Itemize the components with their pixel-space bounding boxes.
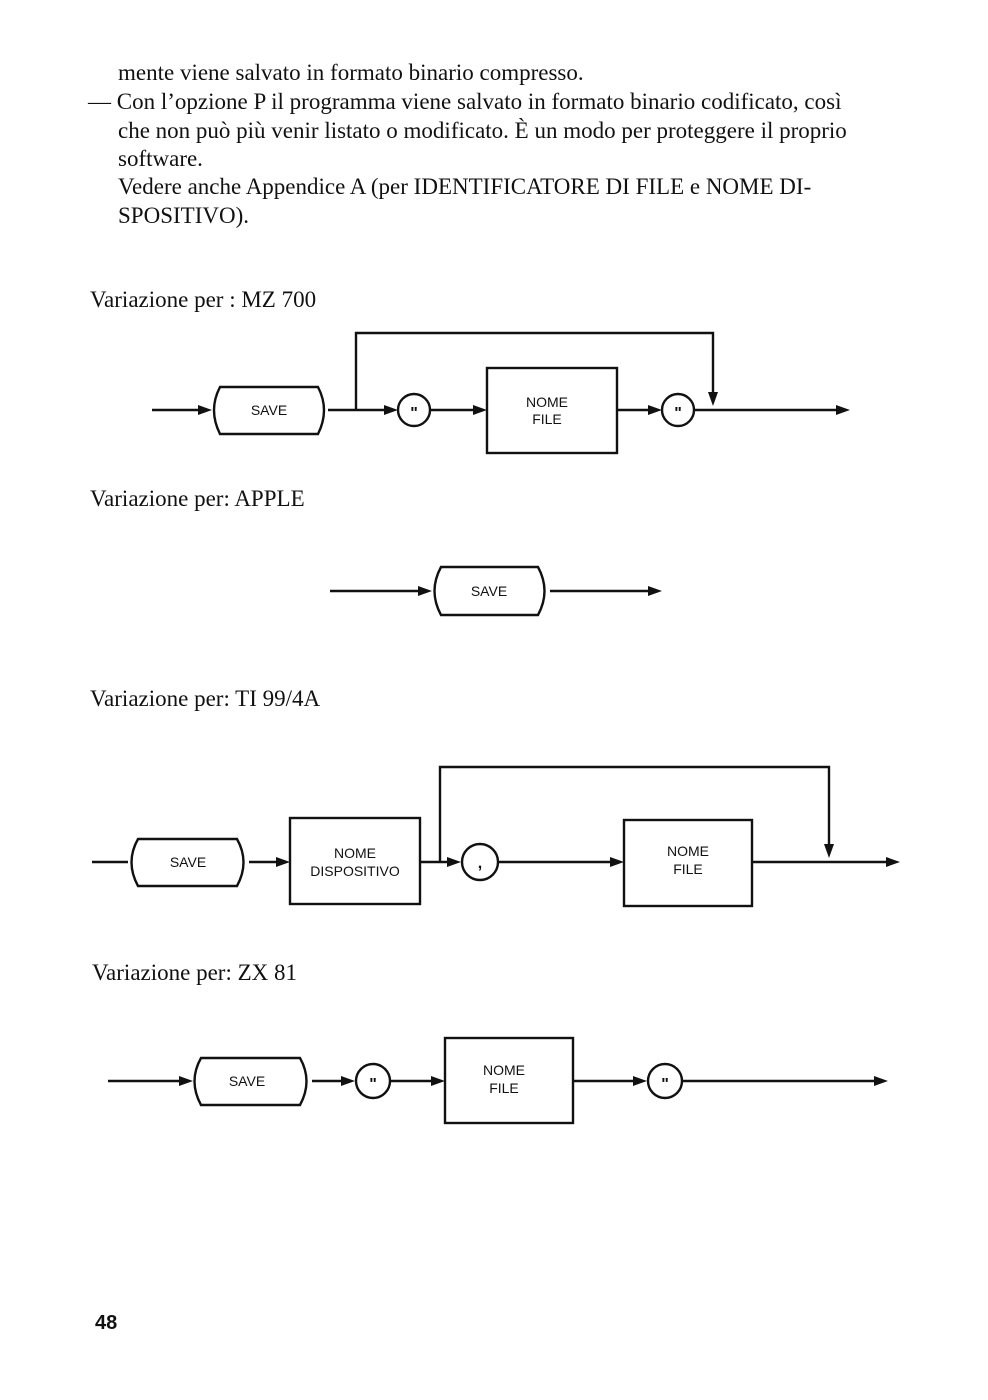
arrow-head [447,857,461,867]
arrow-head [874,1076,888,1086]
arrow-head [431,1076,445,1086]
arrow-head [648,405,662,415]
nome-dispositivo-label-2: DISPOSITIVO [310,863,400,879]
nome-file-label-2: FILE [489,1080,519,1096]
save-keyword: SAVE [170,854,206,870]
nome-file-box [443,1036,575,1125]
arrow-head [179,1076,193,1086]
arrow-head [836,405,850,415]
arrow-head [708,392,718,406]
arrow-head [648,586,662,596]
save-keyword-box [212,385,326,436]
arrow-head [633,1076,647,1086]
page-number: 48 [95,1312,118,1334]
diagram-zx81: SAVE " NOME FILE " [108,1036,888,1125]
arrow-head [198,405,212,415]
arrow-head [824,844,834,858]
text-line-4: software. [118,146,203,171]
diagram-mz700: SAVE " NOME FILE " [152,331,850,455]
arrow-head [610,857,624,867]
caption-ti994a: Variazione per: TI 99/4A [90,686,321,711]
nome-dispositivo-label-1: NOME [334,845,376,861]
text-line-3: che non può più venir listato o modifica… [118,118,847,143]
quote-close-symbol: " [674,405,682,422]
save-keyword-box [193,1056,308,1107]
diagram-ti994a: SAVE NOME DISPOSITIVO , NOME FILE [92,765,900,908]
nome-dispositivo-box [288,816,422,906]
quote-open-symbol: " [369,1076,377,1093]
text-line-5: Vedere anche Appendice A (per IDENTIFICA… [118,174,812,199]
arrow-head [473,405,487,415]
arrow-head [418,586,432,596]
diagram-apple: SAVE [330,565,662,617]
caption-zx81: Variazione per: ZX 81 [92,960,298,985]
bypass-line [438,765,831,862]
save-keyword-box [130,837,245,888]
caption-apple: Variazione per: APPLE [90,486,305,511]
quote-close-symbol: " [661,1076,669,1093]
text-line-6: SPOSITIVO). [118,203,249,228]
nome-file-box [485,366,619,455]
save-keyword: SAVE [471,583,507,599]
nome-file-label-1: NOME [526,394,568,410]
arrow-head [886,857,900,867]
save-keyword-box [433,565,546,617]
quote-open-symbol: " [410,405,418,422]
nome-file-box [622,818,754,908]
text-line-1: mente viene salvato in formato binario c… [118,60,584,85]
arrow-head [384,405,398,415]
text-line-2: — Con l’opzione P il programma viene sal… [88,89,842,114]
nome-file-label-2: FILE [673,861,703,877]
save-keyword: SAVE [229,1073,265,1089]
arrow-head [341,1076,355,1086]
comma-symbol: , [478,855,482,872]
arrow-head [276,857,290,867]
nome-file-label-1: NOME [667,843,709,859]
nome-file-label-1: NOME [483,1062,525,1078]
save-keyword: SAVE [251,402,287,418]
caption-mz700: Variazione per : MZ 700 [90,287,317,312]
bypass-line [354,331,715,410]
nome-file-label-2: FILE [532,411,562,427]
